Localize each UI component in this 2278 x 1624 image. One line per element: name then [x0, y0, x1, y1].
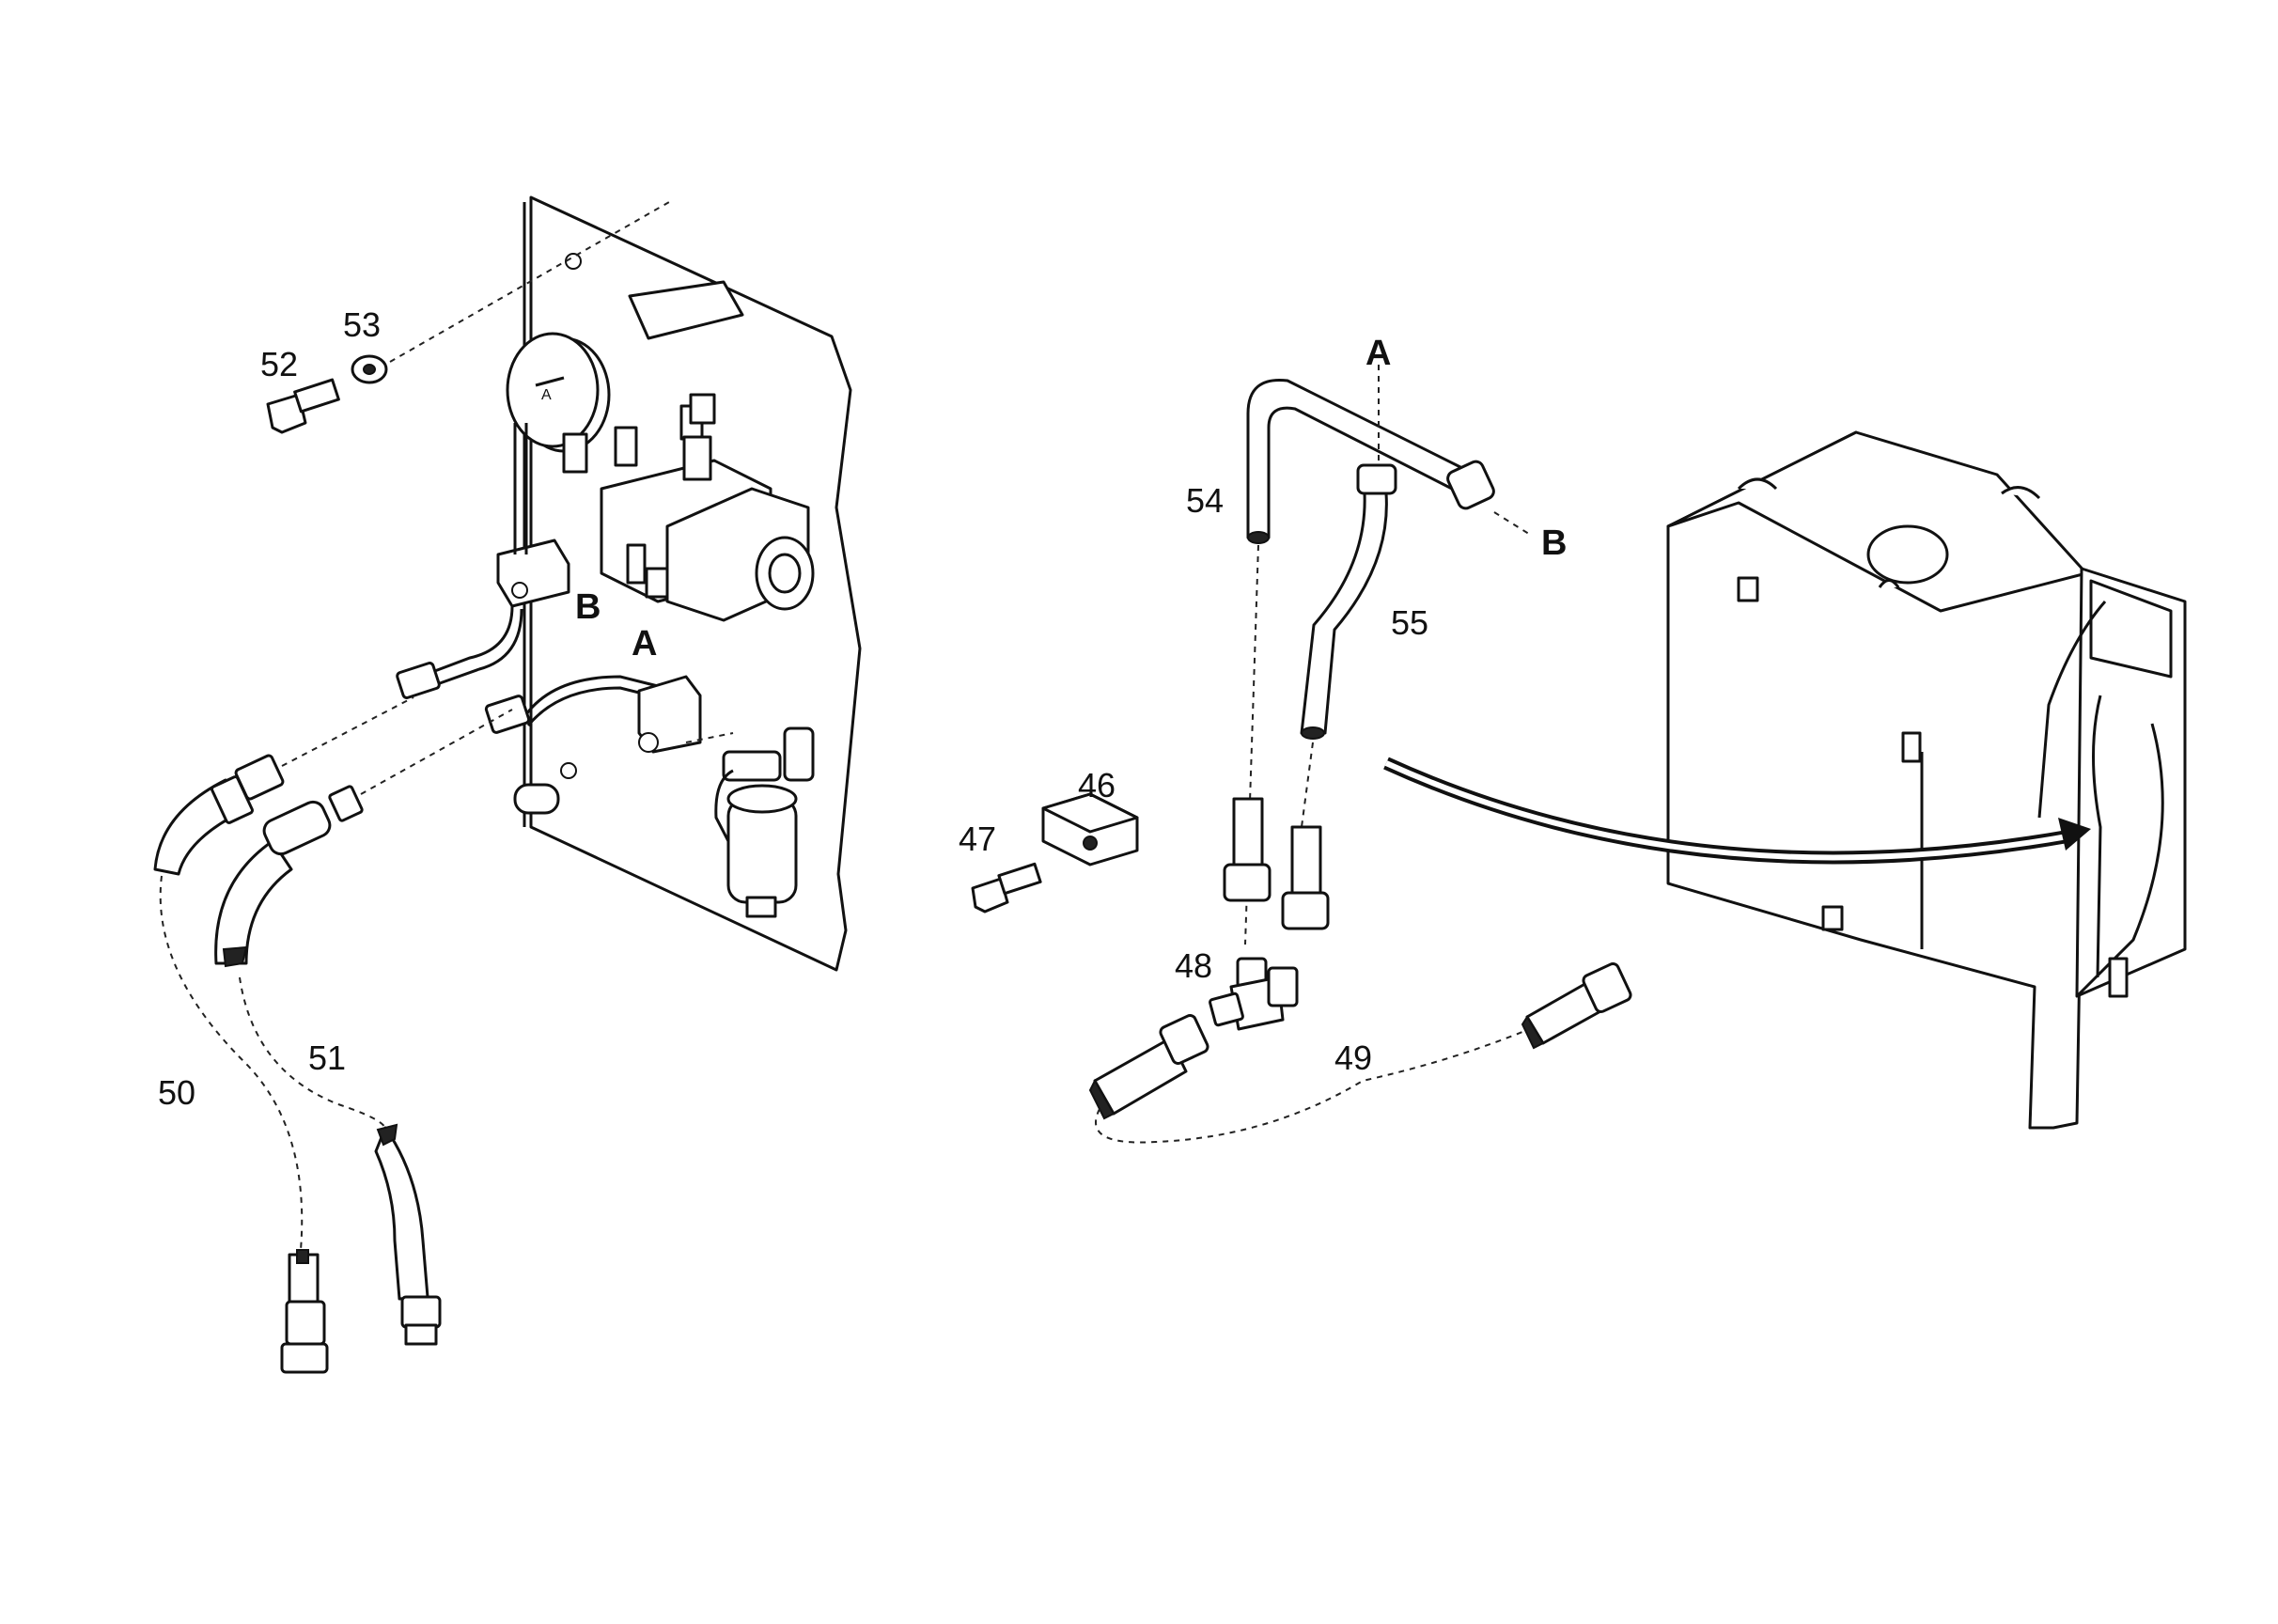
callout-54: 54 [1186, 481, 1224, 520]
svg-text:A: A [541, 387, 552, 403]
connection-label-b-panel: B [575, 587, 601, 627]
callout-48: 48 [1175, 946, 1212, 985]
callout-53: 53 [343, 305, 381, 344]
pipe-sleeve-right [1281, 825, 1330, 930]
pipe-54 [1246, 378, 1495, 544]
connection-label-a-panel: A [632, 624, 657, 664]
clamp-block-46 [1041, 792, 1139, 867]
connection-label-a-pipe: A [1365, 334, 1391, 373]
washer-53 [351, 354, 388, 384]
plate-slot [513, 783, 560, 815]
manifold-block [496, 423, 570, 608]
pressure-gauge: A [506, 332, 611, 474]
screw-52 [266, 378, 340, 434]
mounting-panel-assembly: A [396, 195, 862, 972]
machine-housing [1666, 430, 2187, 1130]
hose-50-upper [153, 754, 285, 876]
callout-46: 46 [1078, 766, 1116, 804]
pipe-sleeve-left [1223, 797, 1272, 902]
callout-51: 51 [308, 1038, 346, 1077]
callout-52: 52 [260, 345, 298, 383]
valve-block [600, 393, 815, 622]
callout-47: 47 [959, 820, 996, 858]
connection-label-b-pipe: B [1541, 523, 1567, 563]
callout-50: 50 [158, 1073, 195, 1112]
accumulator-filter [714, 726, 815, 918]
hose-50-lower [280, 1249, 329, 1374]
installation-arrow [1383, 757, 2091, 865]
tube-fitting [396, 662, 441, 699]
hose-51-lower [374, 1123, 442, 1346]
tee-fitting-48 [1209, 957, 1299, 1031]
callout-55: 55 [1391, 603, 1428, 642]
callout-49: 49 [1334, 1038, 1372, 1077]
screw-47 [971, 862, 1042, 914]
hose-51-upper [214, 785, 364, 968]
hose-49-right [1521, 961, 1632, 1050]
hose-49-left [1088, 1013, 1209, 1120]
pipe-55 [1300, 463, 1397, 740]
